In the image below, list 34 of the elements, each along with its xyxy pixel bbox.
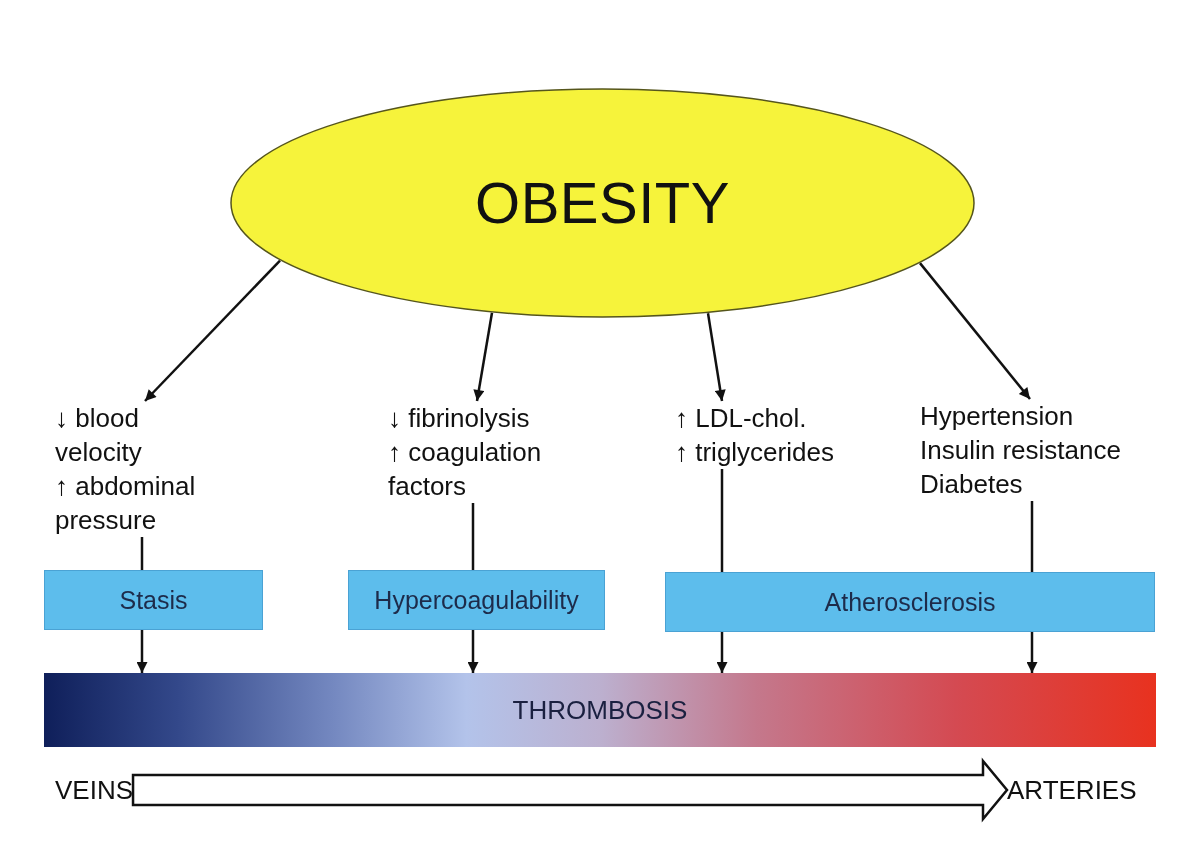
factor-text: Diabetes [920,468,1023,501]
process-box [348,570,605,630]
arrow [1026,632,1038,673]
factor-text: ↑ LDL-chol. [675,402,807,435]
ellipse-node [230,88,975,318]
process-box [44,570,263,630]
box-label: Atherosclerosis [824,587,996,617]
arrow [136,630,148,673]
arrow [144,259,281,402]
box-label: Hypercoagulability [374,585,579,615]
arrow [716,632,728,673]
connector-line [1030,501,1034,572]
arrow [706,313,726,402]
factor-text: ↑ triglycerides [675,436,834,469]
block-arrow [131,757,1009,823]
connector-line [720,469,724,572]
factor-text: Hypertension [920,400,1074,433]
box-label: Stasis [119,585,188,615]
factor-text: ↑ coagulation factors [388,436,543,503]
connector-line [471,503,475,570]
end-label: ARTERIES [1007,774,1137,806]
ellipse-label: OBESITY [475,170,730,236]
factor-text: ↓ fibrinolysis [388,402,530,435]
connector-line [140,537,144,570]
gradient-bar [44,673,1156,747]
process-box [665,572,1155,632]
arrow [467,630,479,673]
end-label: VEINS [55,774,134,806]
arrow [473,312,494,402]
factor-text: ↓ blood velocity [55,402,143,469]
factor-text: ↑ abdominal pressure [55,470,197,537]
bar-label: THROMBOSIS [512,695,688,725]
factor-text: Insulin resistance [920,434,1121,467]
arrow [919,262,1031,400]
